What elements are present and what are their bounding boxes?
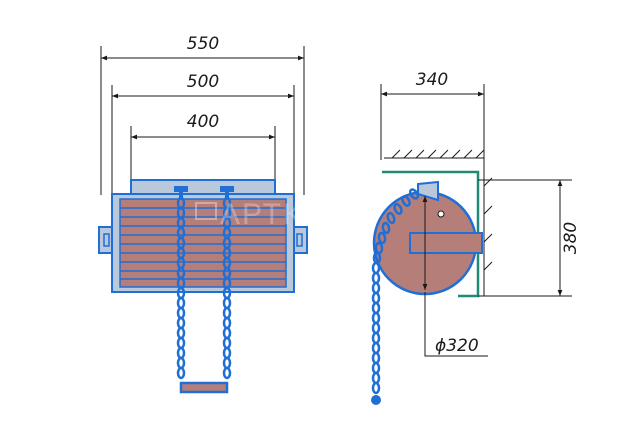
front-view: 550 500 400 xyxy=(98,34,351,394)
dimension-label-diameter: ϕ320 xyxy=(435,336,479,356)
watermark: АРТКАМ xyxy=(195,198,351,231)
wall-hatch xyxy=(483,158,493,296)
dimension-label-500: 500 xyxy=(187,72,219,92)
diameter-leader xyxy=(424,292,488,357)
side-chain xyxy=(371,188,420,395)
pulley-right xyxy=(220,186,234,198)
chain-right xyxy=(222,196,232,380)
dimension-340: 340 xyxy=(380,70,485,160)
roller-axle xyxy=(409,232,483,254)
top-cap xyxy=(417,180,439,202)
dimension-label-340: 340 xyxy=(416,70,448,90)
chain-end-bead xyxy=(371,395,381,405)
dimension-400: 400 xyxy=(130,112,276,180)
dimension-label-400: 400 xyxy=(187,112,219,132)
slats xyxy=(120,207,286,280)
pulley-left xyxy=(174,186,188,198)
slat-panel xyxy=(119,198,287,288)
dimension-label-380: 380 xyxy=(561,222,581,254)
left-bracket xyxy=(98,226,114,254)
fixing-hole xyxy=(437,210,445,218)
dimension-380: 380 xyxy=(478,179,581,297)
side-view: 340 380 xyxy=(371,70,581,405)
dimension-550: 550 xyxy=(100,34,305,195)
watermark-text: АРТКАМ xyxy=(220,198,351,231)
ceiling-hatch xyxy=(384,149,485,159)
chain-left xyxy=(176,196,186,380)
dimension-500: 500 xyxy=(111,72,295,195)
chain-handle xyxy=(179,381,229,394)
top-cap-plate xyxy=(130,179,276,195)
dimension-label-550: 550 xyxy=(187,34,219,54)
